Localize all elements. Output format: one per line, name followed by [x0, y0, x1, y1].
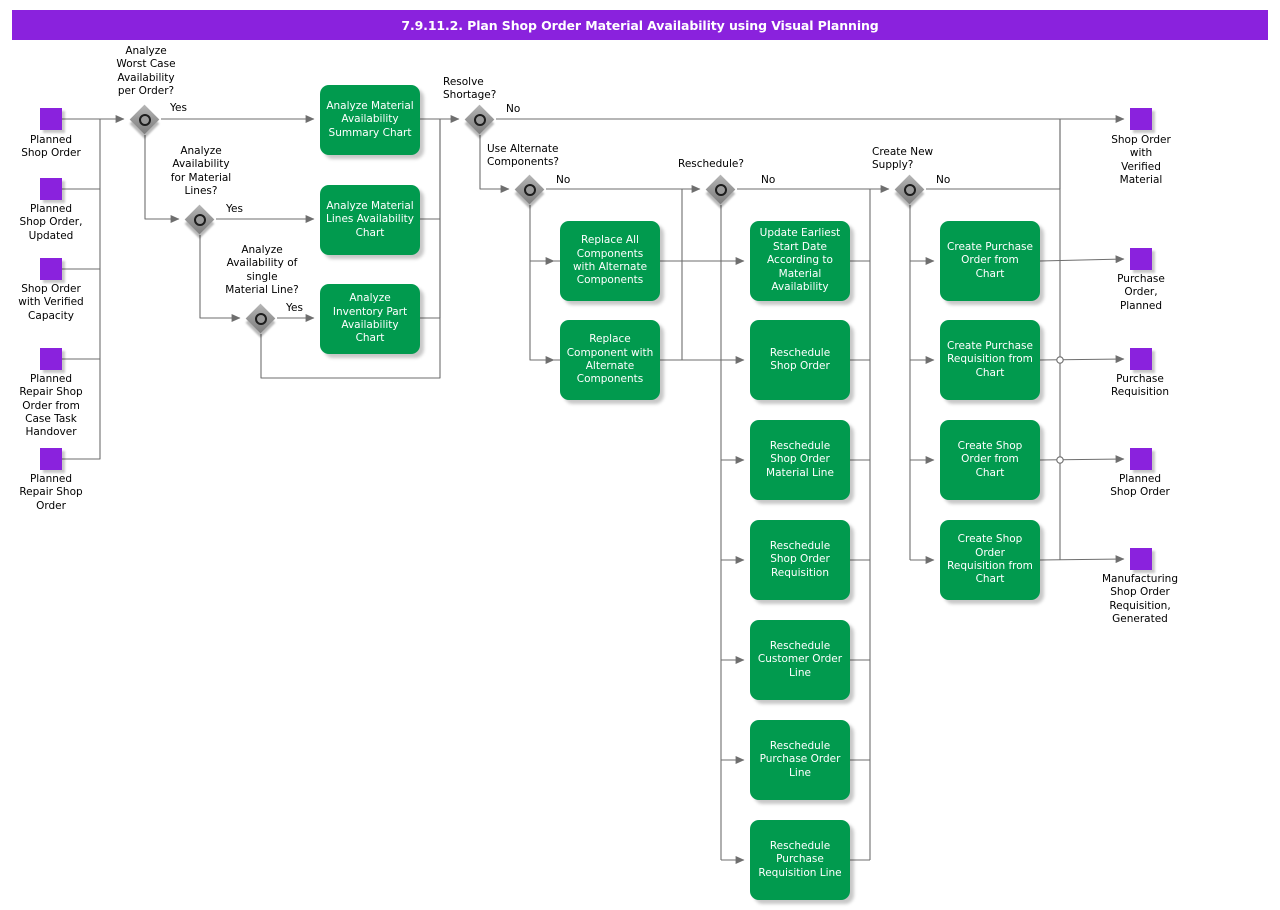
data-object-planned-shop-order[interactable]	[40, 108, 62, 130]
activity-label: Replace Component with Alternate Compone…	[566, 333, 654, 386]
decision-reschedule[interactable]	[705, 174, 736, 205]
activity-label: Reschedule Shop Order	[769, 346, 831, 372]
decision-label-use-alternate-components: Use Alternate Components?	[487, 143, 560, 169]
activity-label: Create Shop Order from Chart	[957, 439, 1023, 479]
data-object-label-planned-shop-order-updated: Planned Shop Order, Updated	[19, 203, 83, 242]
activity-replace-component-with-alternate-components[interactable]: Replace Component with Alternate Compone…	[560, 320, 660, 400]
activity-label: Reschedule Purchase Order Line	[759, 739, 841, 779]
decision-label-reschedule: Reschedule?	[678, 158, 744, 170]
data-object-planned-shop-order-output[interactable]	[1130, 448, 1152, 470]
edge-label-worst-case-yes: Yes	[170, 102, 187, 114]
data-object-label-shop-order-with-verified-capacity: Shop Order with Verified Capacity	[18, 283, 84, 322]
data-object-label-planned-repair-shop-order-from-case-task-handover: Planned Repair Shop Order from Case Task…	[19, 373, 83, 439]
data-object-manufacturing-shop-order-requisition-generated[interactable]	[1130, 548, 1152, 570]
edge-label-single-material-line-yes: Yes	[286, 302, 303, 314]
activity-create-purchase-requisition-from-chart[interactable]: Create Purchase Requisition from Chart	[940, 320, 1040, 400]
page-title-bar: 7.9.11.2. Plan Shop Order Material Avail…	[12, 10, 1268, 40]
activity-label: Analyze Material Availability Summary Ch…	[326, 99, 414, 139]
activity-update-earliest-start-date-according-to-material-availability[interactable]: Update Earliest Start Date According to …	[750, 221, 850, 301]
activity-label: Reschedule Customer Order Line	[757, 639, 843, 679]
edge-label-use-alternate-components-no: No	[556, 174, 571, 186]
activity-analyze-material-availability-summary-chart[interactable]: Analyze Material Availability Summary Ch…	[320, 85, 420, 155]
activity-create-purchase-order-from-chart[interactable]: Create Purchase Order from Chart	[940, 221, 1040, 301]
decision-analyze-availability-of-single-material-line[interactable]	[245, 303, 276, 334]
decision-ring-icon	[524, 184, 536, 196]
decision-ring-icon	[715, 184, 727, 196]
data-object-shop-order-with-verified-capacity[interactable]	[40, 258, 62, 280]
data-object-planned-repair-shop-order[interactable]	[40, 448, 62, 470]
decision-analyze-worst-case-availability-per-order[interactable]	[129, 104, 160, 135]
data-object-label-purchase-order-planned: Purchase Order, Planned	[1117, 273, 1165, 312]
activity-label: Replace All Components with Alternate Co…	[572, 234, 648, 287]
data-object-planned-shop-order-updated[interactable]	[40, 178, 62, 200]
decision-label-analyze-availability-for-material-lines: Analyze Availability for Material Lines?	[170, 145, 232, 197]
data-object-label-planned-repair-shop-order: Planned Repair Shop Order	[19, 473, 83, 512]
decision-analyze-availability-for-material-lines[interactable]	[184, 204, 215, 235]
data-object-purchase-requisition[interactable]	[1130, 348, 1152, 370]
edge-label-reschedule-no: No	[761, 174, 776, 186]
data-object-shop-order-with-verified-material[interactable]	[1130, 108, 1152, 130]
activity-reschedule-purchase-order-line[interactable]: Reschedule Purchase Order Line	[750, 720, 850, 800]
activity-label: Create Purchase Requisition from Chart	[947, 339, 1033, 379]
activity-label: Reschedule Purchase Requisition Line	[758, 839, 842, 879]
data-object-label-planned-shop-order: Planned Shop Order	[21, 134, 81, 160]
data-object-label-shop-order-with-verified-material: Shop Order with Verified Material	[1111, 134, 1171, 186]
activity-analyze-inventory-part-availability-chart[interactable]: Analyze Inventory Part Availability Char…	[320, 284, 420, 354]
decision-label-analyze-availability-of-single-material-line: Analyze Availability of single Material …	[225, 244, 299, 296]
activity-label: Reschedule Shop Order Material Line	[766, 439, 834, 479]
data-object-label-manufacturing-shop-order-requisition-generated: Manufacturing Shop Order Requisition, Ge…	[1101, 573, 1179, 625]
edge-label-material-lines-yes: Yes	[226, 203, 243, 215]
decision-use-alternate-components[interactable]	[514, 174, 545, 205]
decision-ring-icon	[194, 214, 206, 226]
decision-resolve-shortage[interactable]	[464, 104, 495, 135]
activity-reschedule-customer-order-line[interactable]: Reschedule Customer Order Line	[750, 620, 850, 700]
data-object-label-planned-shop-order-output: Planned Shop Order	[1110, 473, 1170, 499]
data-object-planned-repair-shop-order-from-case-task-handover[interactable]	[40, 348, 62, 370]
decision-label-analyze-worst-case-availability-per-order: Analyze Worst Case Availability per Orde…	[116, 45, 176, 97]
activity-label: Analyze Inventory Part Availability Char…	[332, 292, 408, 345]
decision-label-create-new-supply: Create New Supply?	[872, 146, 934, 172]
activity-label: Analyze Material Lines Availability Char…	[326, 199, 414, 239]
decision-ring-icon	[139, 114, 151, 126]
activity-create-shop-order-requisition-from-chart[interactable]: Create Shop Order Requisition from Chart	[940, 520, 1040, 600]
decision-ring-icon	[255, 313, 267, 325]
activity-create-shop-order-from-chart[interactable]: Create Shop Order from Chart	[940, 420, 1040, 500]
edge-label-create-new-supply-no: No	[936, 174, 951, 186]
data-object-label-purchase-requisition: Purchase Requisition	[1110, 373, 1170, 399]
activity-label: Create Purchase Order from Chart	[947, 240, 1033, 280]
activity-label: Create Shop Order Requisition from Chart	[947, 533, 1033, 586]
activity-label: Reschedule Shop Order Requisition	[769, 539, 831, 579]
decision-ring-icon	[904, 184, 916, 196]
data-object-purchase-order-planned[interactable]	[1130, 248, 1152, 270]
activity-label: Update Earliest Start Date According to …	[759, 227, 841, 294]
activity-reschedule-shop-order-requisition[interactable]: Reschedule Shop Order Requisition	[750, 520, 850, 600]
activity-reschedule-purchase-requisition-line[interactable]: Reschedule Purchase Requisition Line	[750, 820, 850, 900]
decision-ring-icon	[474, 114, 486, 126]
page-title: 7.9.11.2. Plan Shop Order Material Avail…	[401, 17, 879, 33]
decision-label-resolve-shortage: Resolve Shortage?	[443, 76, 497, 102]
activity-analyze-material-lines-availability-chart[interactable]: Analyze Material Lines Availability Char…	[320, 185, 420, 255]
activity-replace-all-components-with-alternate-components[interactable]: Replace All Components with Alternate Co…	[560, 221, 660, 301]
decision-create-new-supply[interactable]	[894, 174, 925, 205]
activity-reschedule-shop-order[interactable]: Reschedule Shop Order	[750, 320, 850, 400]
edge-label-resolve-shortage-no: No	[506, 103, 521, 115]
activity-reschedule-shop-order-material-line[interactable]: Reschedule Shop Order Material Line	[750, 420, 850, 500]
